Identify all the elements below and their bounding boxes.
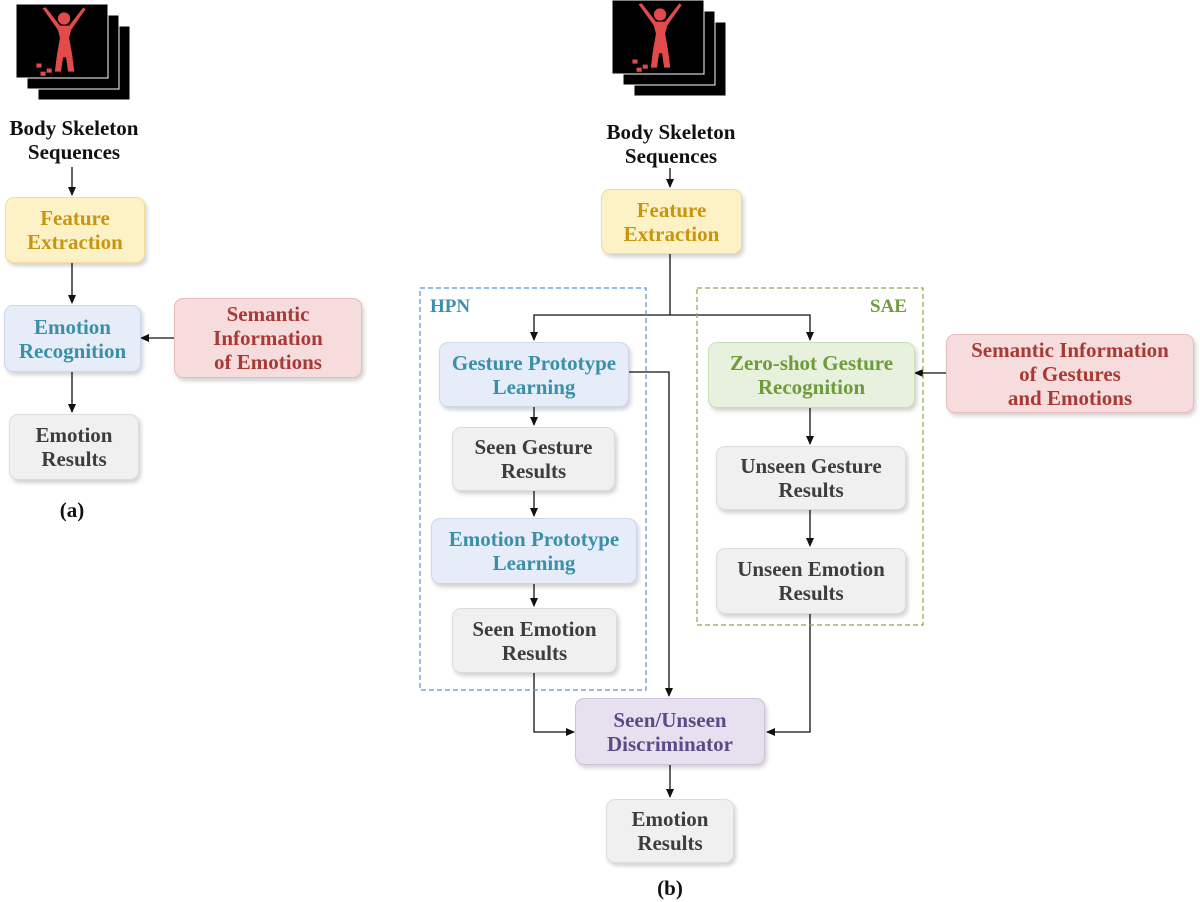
hpn-group-label: HPN [430, 296, 471, 317]
sae-group-label: SAE [870, 296, 907, 317]
seen-gesture-results-label: Seen Gesture Results [474, 435, 593, 483]
arrow-b-seen-emotion-to-discriminator [533, 673, 575, 736]
emotion-recognition-box-a: Emotion Recognition [4, 305, 141, 372]
sae-group-border [696, 287, 924, 626]
emotion-prototype-learning-label: Emotion Prototype Learning [448, 527, 620, 575]
seen-gesture-results-box: Seen Gesture Results [452, 427, 615, 491]
emotion-prototype-learning-box: Emotion Prototype Learning [431, 518, 637, 584]
emotion-results-label-a: Emotion Results [35, 423, 113, 471]
unseen-gesture-results-box: Unseen Gesture Results [716, 446, 906, 510]
arrow-b-gesture-to-discriminator [629, 371, 673, 697]
hpn-group-border [419, 287, 647, 691]
unseen-emotion-results-label: Unseen Emotion Results [737, 557, 885, 605]
feature-extraction-box-a: Feature Extraction [5, 197, 145, 263]
seen-emotion-results-label: Seen Emotion Results [472, 616, 597, 665]
input-label-a: Body Skeleton Sequences [9, 116, 139, 164]
arrow-b-unseen-emotion-to-discriminator [766, 614, 811, 736]
emotion-recognition-label-a: Emotion Recognition [18, 314, 127, 363]
unseen-emotion-results-box: Unseen Emotion Results [716, 548, 906, 614]
seen-emotion-results-box: Seen Emotion Results [452, 608, 617, 673]
semantic-information-box-b: Semantic Information of Gestures and Emo… [946, 334, 1194, 413]
semantic-information-label-b: Semantic Information of Gestures and Emo… [971, 337, 1169, 410]
seen-unseen-discriminator-label: Seen/Unseen Discriminator [607, 707, 733, 756]
zero-shot-gesture-recognition-box: Zero-shot Gesture Recognition [708, 342, 915, 408]
input-label-b: Body Skeleton Sequences [606, 120, 736, 168]
emotion-results-box-a: Emotion Results [9, 414, 139, 480]
semantic-information-box-a: Semantic Information of Emotions [174, 298, 362, 378]
gesture-prototype-learning-box: Gesture Prototype Learning [439, 342, 629, 407]
arrow-b-split-to-sae [670, 314, 814, 341]
arrow-b-split-to-hpn [530, 314, 670, 341]
feature-extraction-label-a: Feature Extraction [27, 206, 123, 254]
zero-shot-gesture-recognition-label: Zero-shot Gesture Recognition [729, 351, 894, 399]
emotion-results-box-b: Emotion Results [606, 799, 734, 863]
panel-a-caption: (a) [59, 498, 85, 522]
skeleton-sequence-thumbnail-b [611, 0, 727, 97]
seen-unseen-discriminator-box: Seen/Unseen Discriminator [575, 698, 765, 765]
feature-extraction-box-b: Feature Extraction [601, 189, 742, 254]
feature-extraction-label-b: Feature Extraction [623, 197, 720, 246]
skeleton-sequence-thumbnail-a [15, 3, 131, 101]
gesture-prototype-learning-label: Gesture Prototype Learning [451, 350, 617, 399]
semantic-information-label-a: Semantic Information of Emotions [213, 302, 323, 374]
emotion-results-label-b: Emotion Results [631, 807, 709, 855]
unseen-gesture-results-label: Unseen Gesture Results [740, 454, 882, 502]
panel-b-caption: (b) [657, 876, 683, 900]
